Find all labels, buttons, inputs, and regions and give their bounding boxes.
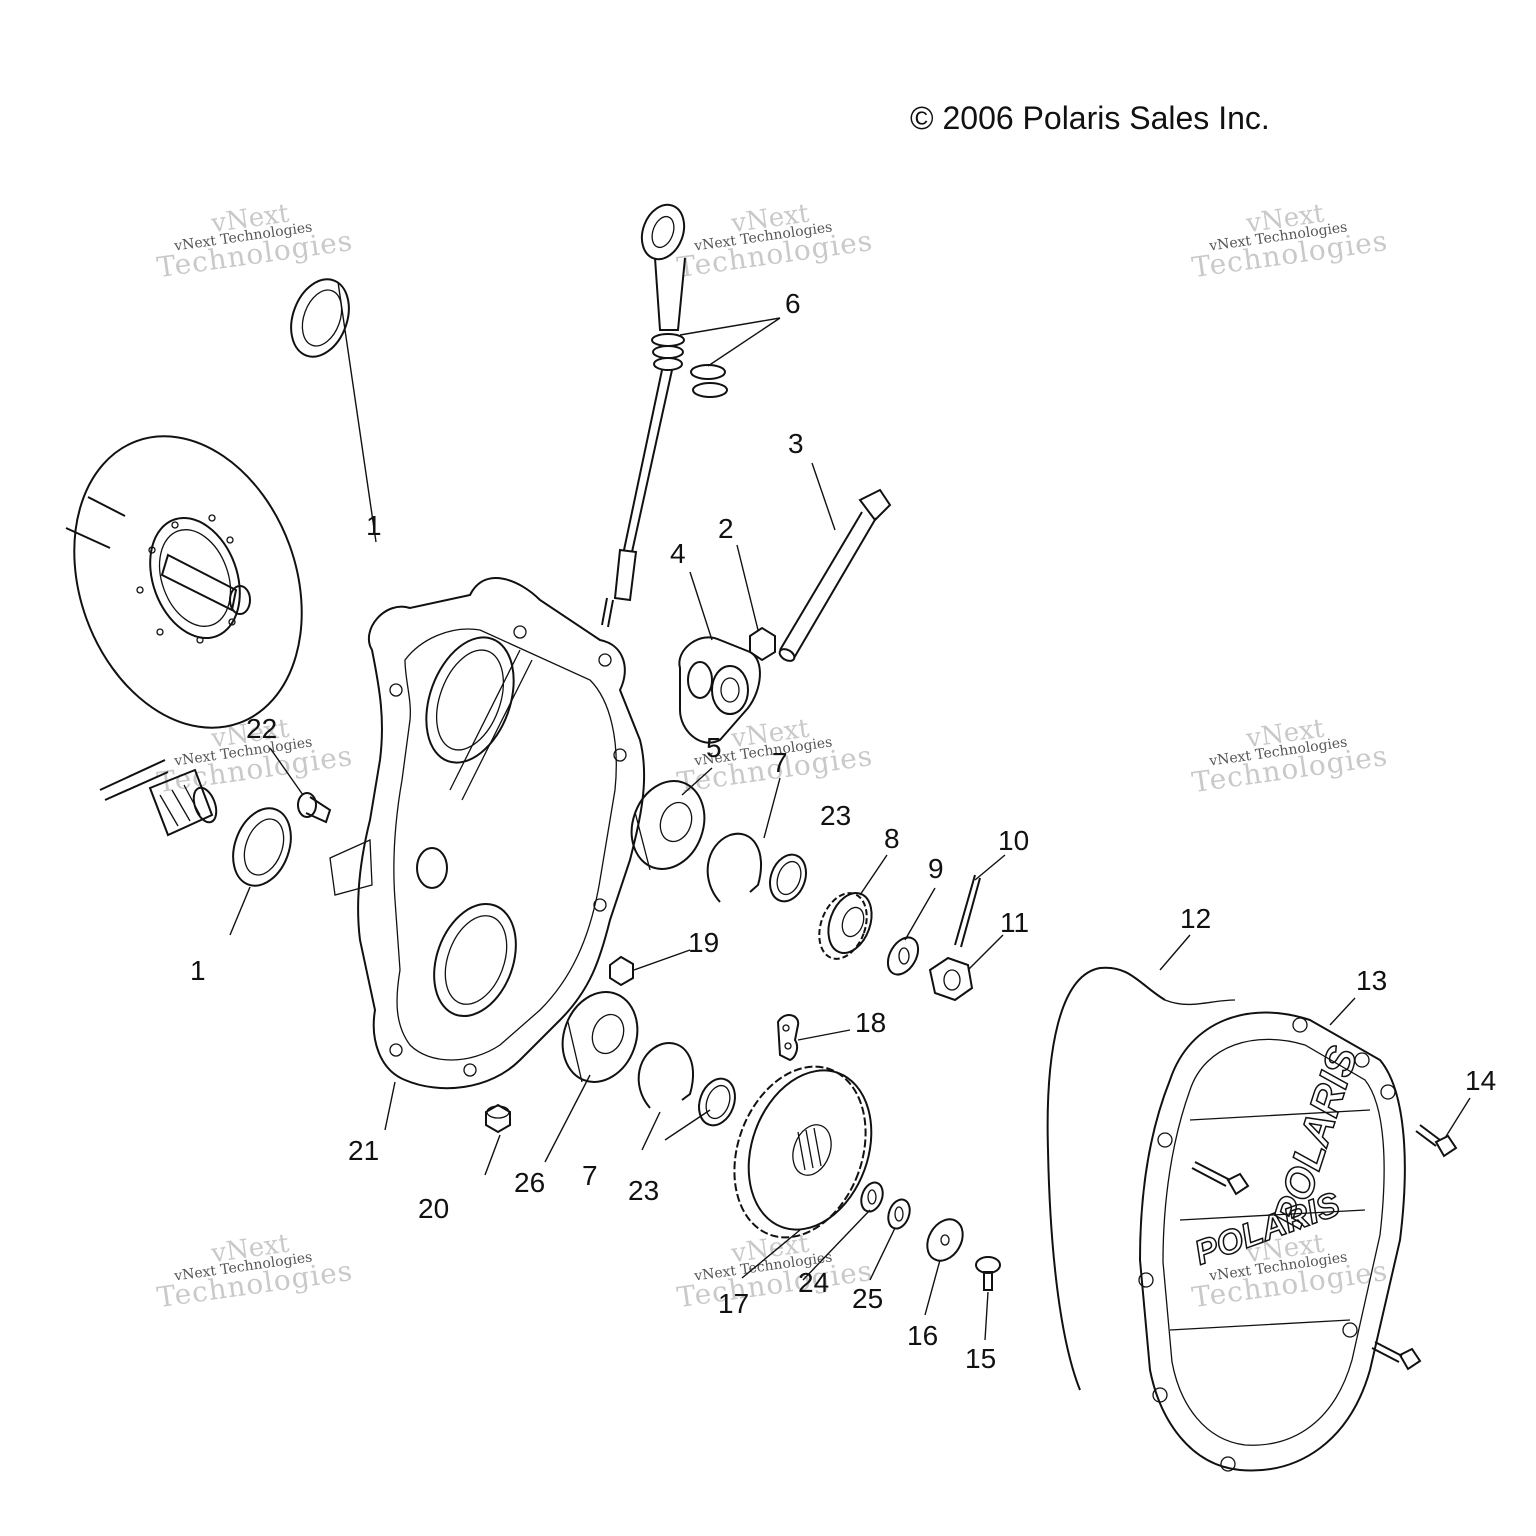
- seal-lower: [232, 807, 292, 887]
- drive-sprocket: [818, 892, 873, 960]
- callout-3: 3: [788, 428, 804, 459]
- callout-17: 17: [718, 1288, 749, 1319]
- callout-7: 7: [582, 1160, 598, 1191]
- callout-1: 1: [366, 510, 382, 541]
- chaincase-housing: [329, 577, 646, 1090]
- callout-23: 23: [820, 800, 851, 831]
- callout-1: 1: [190, 955, 206, 986]
- callout-26: 26: [514, 1167, 545, 1198]
- stud-22: [297, 792, 332, 824]
- snap-ring-upper: [706, 832, 763, 903]
- dipstick: [601, 203, 686, 628]
- chain-tensioner: [678, 636, 761, 744]
- callout-5: 5: [706, 732, 722, 763]
- callout-23: 23: [628, 1175, 659, 1206]
- washer-23-upper: [769, 853, 807, 903]
- callout-labels: 1 1 2 3 4 5 6 7 7 8 9 10 11 12 13 14 15 …: [190, 288, 1496, 1374]
- leader-lines: [229, 281, 1471, 1341]
- clutch-disc: [65, 435, 303, 729]
- polaris-logo-horizontal: POLARIS: [1190, 1185, 1345, 1273]
- callout-4: 4: [670, 538, 686, 569]
- callout-24: 24: [798, 1267, 829, 1298]
- callout-19: 19: [688, 927, 719, 958]
- washer-16: [926, 1218, 964, 1262]
- callout-9: 9: [928, 853, 944, 884]
- callout-2: 2: [718, 513, 734, 544]
- bolt-15: [975, 1256, 1001, 1291]
- callout-16: 16: [907, 1320, 938, 1351]
- nut-19: [609, 955, 634, 987]
- callout-18: 18: [855, 1007, 886, 1038]
- callout-13: 13: [1356, 965, 1387, 996]
- washer-25: [887, 1198, 911, 1230]
- callout-10: 10: [998, 825, 1029, 856]
- callout-22: 22: [246, 713, 277, 744]
- chaincase-cover: POLARIS POLARIS: [1138, 1011, 1406, 1472]
- cotter-pin: [954, 874, 981, 948]
- input-shaft: [99, 759, 218, 837]
- tensioner-bolt: [778, 488, 892, 662]
- washer-9: [886, 936, 920, 976]
- cover-bolt: [1191, 1161, 1250, 1196]
- bearing-upper: [630, 780, 706, 871]
- cover-bolt: [1415, 1124, 1458, 1158]
- callout-25: 25: [852, 1283, 883, 1314]
- callout-21: 21: [348, 1135, 379, 1166]
- bearing-lower: [561, 991, 639, 1083]
- snap-ring-lower: [637, 1042, 695, 1109]
- callout-7: 7: [772, 747, 788, 778]
- drive-chain: [776, 1014, 800, 1062]
- cover-bolt: [1371, 1341, 1422, 1371]
- drain-plug: [485, 1103, 511, 1134]
- callout-15: 15: [965, 1343, 996, 1374]
- washer-23-lower: [698, 1077, 736, 1127]
- cover-gasket: [1046, 966, 1236, 1391]
- copyright-notice: © 2006 Polaris Sales Inc.: [910, 100, 1270, 136]
- callout-8: 8: [884, 823, 900, 854]
- seal-upper: [290, 278, 350, 358]
- callout-14: 14: [1465, 1065, 1496, 1096]
- callout-6: 6: [785, 288, 801, 319]
- o-rings: [690, 364, 728, 398]
- callout-12: 12: [1180, 903, 1211, 934]
- callout-11: 11: [1000, 907, 1029, 938]
- castle-nut: [928, 956, 974, 1002]
- callout-20: 20: [418, 1193, 449, 1224]
- washer-24: [860, 1181, 884, 1213]
- driven-sprocket: [733, 1065, 873, 1239]
